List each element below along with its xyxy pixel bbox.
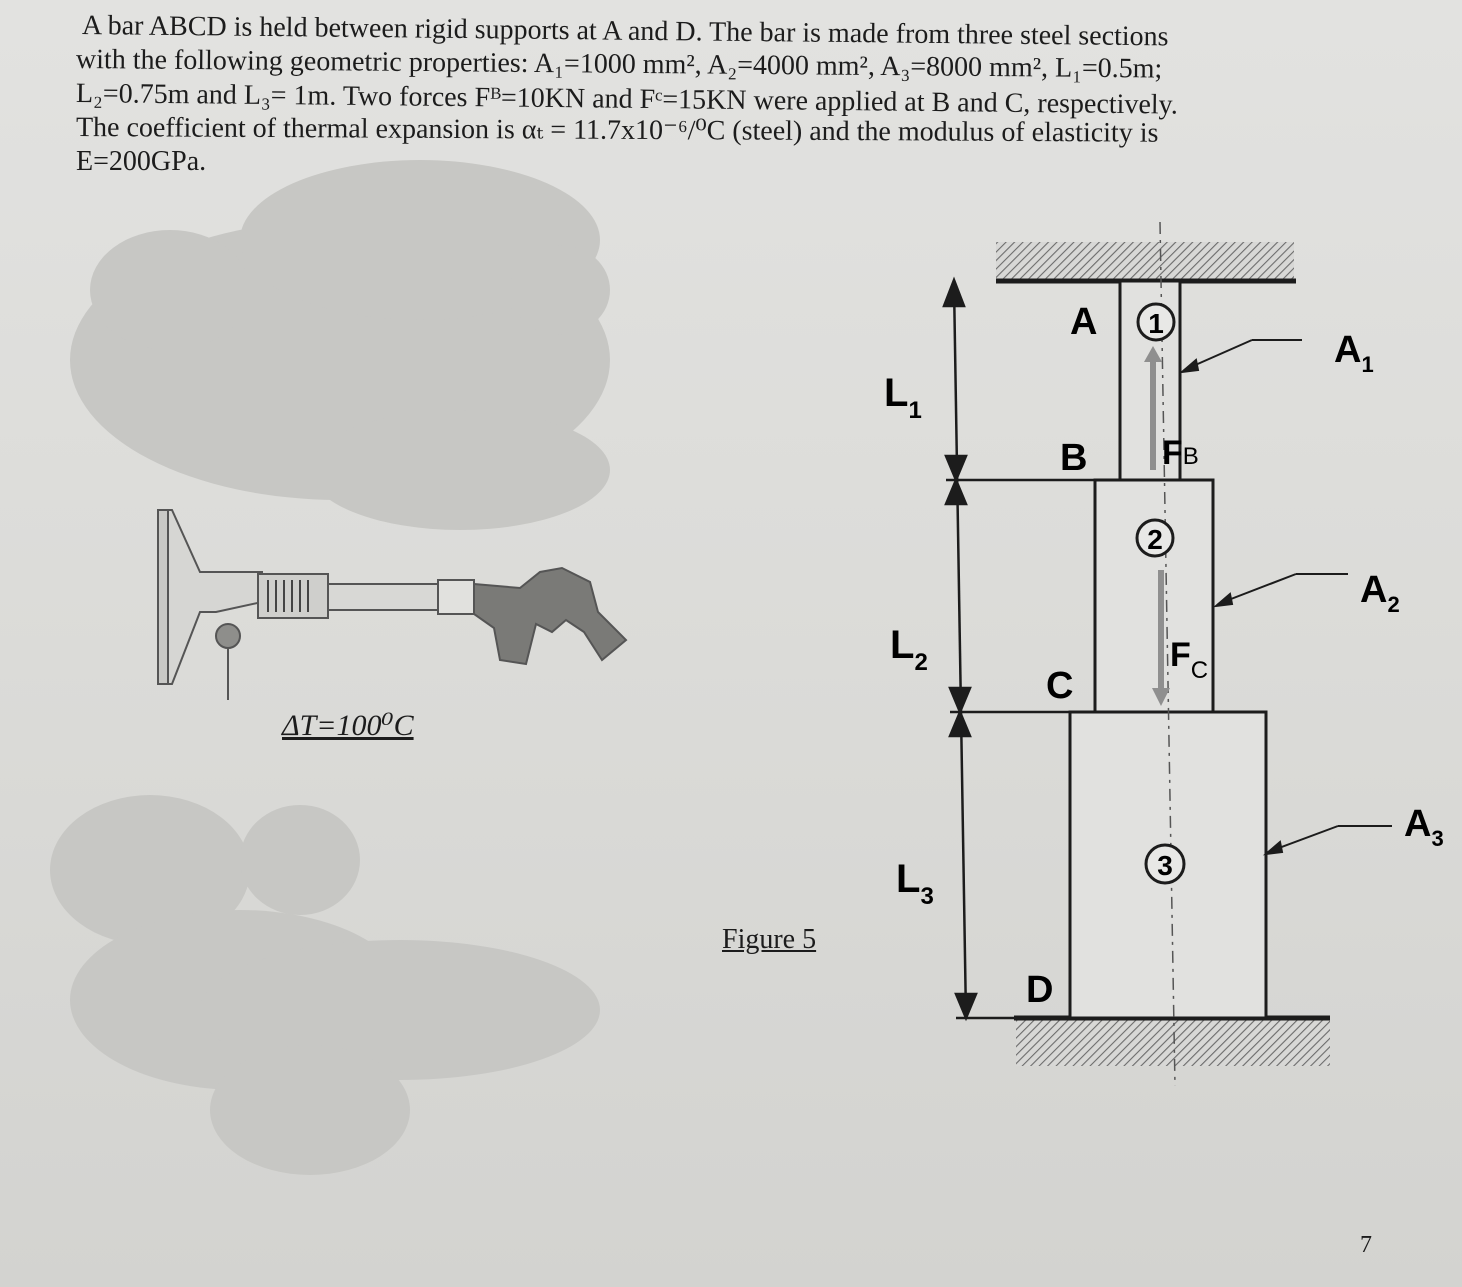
point-d-label: D (1026, 969, 1053, 1011)
figure-caption: Figure 5 (722, 924, 817, 955)
temperature-change-label: ΔT=100⁰C (282, 709, 414, 742)
problem-statement: A bar ABCD is held between rigid support… (76, 8, 1326, 188)
problem-line-5: E=200GPa. (76, 146, 207, 177)
bottom-rigid-support (1014, 1015, 1330, 1066)
bar-centerline (1159, 221, 1176, 1087)
length-l3-label: L3 (896, 857, 934, 910)
point-c-label: C (1046, 665, 1073, 707)
point-b-label: B (1060, 437, 1087, 479)
apparatus-illustration (157, 509, 628, 700)
section-1-circle (1136, 302, 1176, 342)
length-dimension-lines (942, 276, 1095, 1022)
length-l1-label: L1 (884, 371, 922, 424)
section-2-label: 2 (1147, 524, 1163, 555)
area-leader-lines (1178, 339, 1392, 856)
force-fc-label: FC (1170, 636, 1208, 684)
area-a2-label: A2 (1360, 569, 1400, 617)
top-rigid-support (996, 242, 1296, 284)
section-2-circle (1135, 518, 1175, 558)
redaction-blob-bottom (50, 795, 600, 1175)
section-3-circle (1144, 843, 1186, 885)
section-1-label: 1 (1148, 308, 1164, 339)
redaction-blob-top (70, 160, 610, 530)
section-3-label: 3 (1157, 850, 1173, 881)
point-a-label: A (1070, 301, 1097, 343)
area-a1-label: A1 (1334, 329, 1374, 377)
page-number: 7 (1360, 1232, 1372, 1258)
force-arrow-fc (1152, 570, 1170, 706)
area-a3-label: A3 (1404, 803, 1444, 851)
force-arrow-fb (1144, 346, 1162, 470)
force-fb-label: FB (1162, 434, 1199, 472)
length-l2-label: L2 (890, 623, 928, 676)
